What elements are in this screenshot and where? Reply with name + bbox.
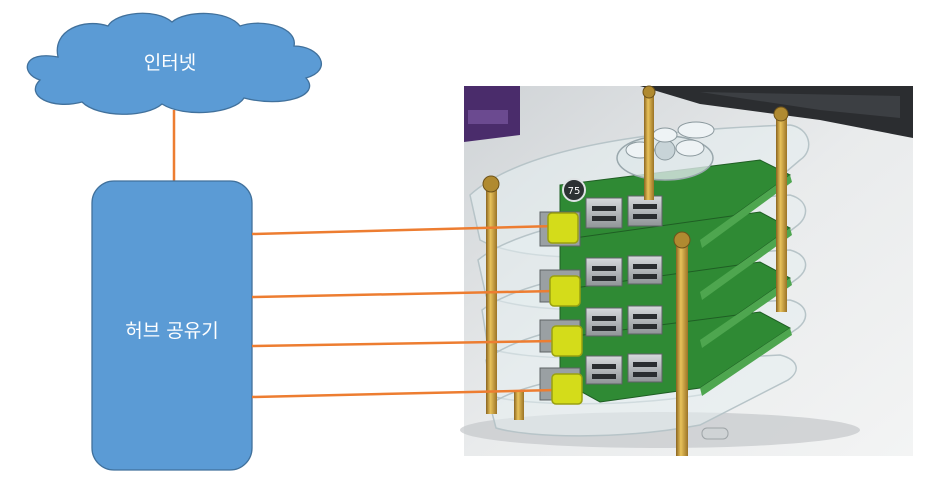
photo-badge-text: 75 [568,186,581,197]
hub-router-box [91,180,253,471]
fan-icon [616,121,715,181]
internet-label: 인터넷 [143,52,197,74]
raspberry-pi-cluster-photo: 75 [460,85,913,456]
ethernet-port-2 [549,275,581,307]
ethernet-port-3 [551,325,583,357]
ethernet-port-4 [551,373,583,405]
internet-cloud [26,12,323,115]
hub-router-label: 허브 공유기 [125,320,219,342]
ethernet-port-1 [547,212,579,244]
cable-pi-4 [251,388,557,399]
cable-pi-3 [251,339,557,348]
highlighted-ethernet-ports [547,212,583,405]
cable-pi-1 [251,224,557,236]
brass-standoffs [482,85,789,456]
cable-pi-2 [251,289,557,299]
hub-to-pi-cables [251,224,557,399]
